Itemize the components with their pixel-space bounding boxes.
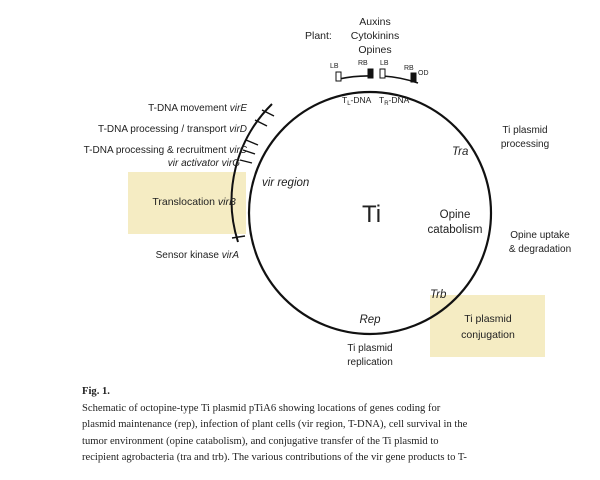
auxins-label: Auxins — [359, 16, 391, 28]
opine-uptake-label-1: Opine uptake — [510, 230, 570, 241]
plant-label: Plant: — [305, 30, 332, 42]
vir-gene-virC: T-DNA processing & recruitment virC — [84, 145, 248, 156]
vir-tick-4 — [242, 149, 256, 155]
vir-gene-virG: vir activator virG — [168, 158, 240, 169]
caption-line-4: recipient agrobacteria (tra and trb). Th… — [82, 452, 467, 463]
ti-conjugation-label-2: conjugation — [461, 329, 515, 341]
trb-label: Trb — [430, 289, 447, 301]
caption-line-3: tumor environment (opine catabolism), an… — [82, 435, 439, 447]
ti-replication-label-1: Ti plasmid — [347, 343, 392, 354]
vir-gene-virA: Sensor kinase virA — [156, 250, 240, 261]
ti-replication-label-2: replication — [347, 357, 393, 368]
vir-gene-virE: T-DNA movement virE — [148, 103, 247, 114]
tr-dna-label: TR-DNA — [379, 95, 410, 107]
opine-catabolism-label-1: Opine — [440, 209, 471, 221]
vir-gene-virB: Translocation virB — [152, 196, 236, 208]
lb1-marker — [335, 71, 342, 82]
lb2-marker — [379, 68, 386, 79]
ti-conjugation-highlight-box — [430, 295, 545, 357]
tra-label: Tra — [452, 146, 468, 158]
caption-line-2: plasmid maintenance (rep), infection of … — [82, 419, 468, 430]
lb2-label: LB — [380, 60, 389, 67]
tdna-left-arc — [338, 75, 373, 80]
ti-plasmid-diagram: LB RB LB RB OD Auxins Plant: Cytokinins … — [84, 16, 572, 368]
vir-tick-2 — [254, 119, 268, 127]
plasmid-circle — [247, 90, 493, 336]
rep-label: Rep — [359, 314, 381, 326]
ti-processing-label-2: processing — [501, 139, 549, 150]
vir-region-label: vir region — [262, 177, 309, 189]
rb1-label: RB — [358, 60, 368, 67]
rb2-label: RB — [404, 65, 414, 72]
ti-processing-label-1: Ti plasmid — [502, 125, 547, 136]
rb2-marker — [410, 72, 417, 83]
vir-gene-virD: T-DNA processing / transport virD — [98, 124, 247, 135]
vir-tick-5 — [239, 159, 253, 164]
ti-center-label: Ti — [362, 201, 381, 228]
rb1-marker — [367, 68, 374, 79]
opine-uptake-label-2: & degradation — [509, 244, 571, 255]
vir-tick-6 — [231, 235, 246, 239]
od-label: OD — [418, 70, 429, 77]
caption-line-1: Schematic of octopine-type Ti plasmid pT… — [82, 402, 441, 414]
vir-tick-1 — [261, 109, 275, 117]
vir-tick-3 — [245, 139, 259, 146]
lb1-label: LB — [330, 63, 339, 70]
ti-conjugation-label-1: Ti plasmid — [464, 313, 512, 325]
opines-label: Opines — [358, 44, 391, 56]
translocation-highlight-box — [128, 172, 246, 234]
tl-dna-label: TL-DNA — [342, 95, 372, 107]
cytokinins-label: Cytokinins — [351, 30, 399, 42]
caption-title: Fig. 1. — [82, 386, 110, 397]
opine-catabolism-label-2: catabolism — [428, 224, 483, 236]
figure-caption: Fig. 1. Schematic of octopine-type Ti pl… — [82, 384, 582, 467]
vir-region-arc — [230, 103, 273, 243]
